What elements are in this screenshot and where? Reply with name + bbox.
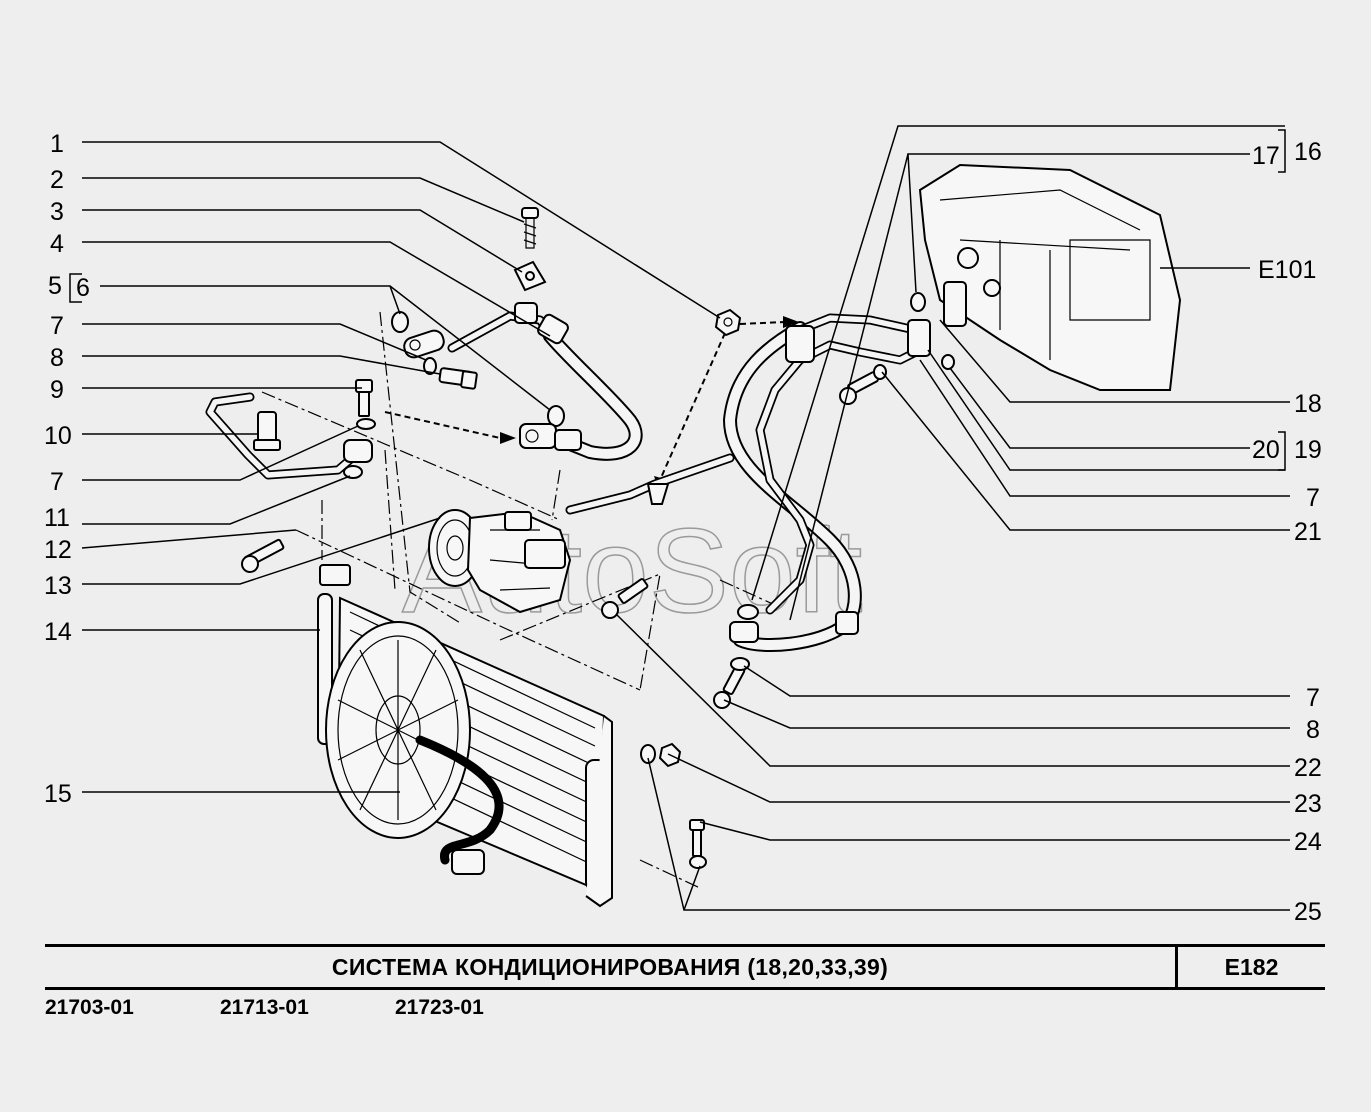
callout-3: 3 <box>50 198 64 226</box>
callout-17: 17 <box>1252 142 1280 170</box>
arrow-head-icon <box>500 432 516 444</box>
callout-19: 19 <box>1294 436 1322 464</box>
callout-11: 11 <box>44 504 70 532</box>
callout-25: 25 <box>1294 898 1322 926</box>
callout-labels-left: 1 2 3 4 5 6 7 8 9 10 7 11 12 13 14 15 <box>44 130 90 808</box>
callout-1: 1 <box>50 130 64 158</box>
callout-7b: 7 <box>50 468 64 496</box>
part-bolt-9 <box>355 379 376 430</box>
part-bolt-22 <box>601 578 649 619</box>
model-code-3: 21723-01 <box>395 996 484 1019</box>
callout-21: 21 <box>1294 518 1322 546</box>
title-block: СИСТЕМА КОНДИЦИОНИРОВАНИЯ (18,20,33,39) … <box>45 944 1325 990</box>
callout-4: 4 <box>50 230 64 258</box>
callout-2: 2 <box>50 166 64 194</box>
callout-8-right: 8 <box>1306 716 1320 744</box>
leader-lines-left <box>69 141 721 793</box>
part-nut-1 <box>714 308 742 337</box>
callout-15: 15 <box>44 780 72 808</box>
part-pipe-10-sensor <box>205 392 373 480</box>
callout-24: 24 <box>1294 828 1322 856</box>
leader-lines-right <box>615 125 1290 911</box>
part-bolt-21 <box>839 364 887 405</box>
callout-E101: E101 <box>1258 256 1316 284</box>
diagram-title: СИСТЕМА КОНДИЦИОНИРОВАНИЯ (18,20,33,39) <box>45 947 1178 987</box>
assembly-lines <box>261 311 776 889</box>
part-washer-7 <box>423 357 437 375</box>
callout-20: 20 <box>1252 436 1280 464</box>
callout-23: 23 <box>1294 790 1322 818</box>
callout-16: 16 <box>1294 138 1322 166</box>
callout-labels-right: 17 16 E101 18 20 19 7 21 7 8 22 23 24 25 <box>1252 138 1322 926</box>
callout-7: 7 <box>50 312 64 340</box>
callout-18: 18 <box>1294 390 1322 418</box>
part-bolt-12 <box>241 538 285 573</box>
part-fan-15 <box>325 621 504 875</box>
part-clip-3 <box>513 260 547 292</box>
part-pipe-16-17 <box>722 313 931 652</box>
part-bolt-8 <box>438 367 478 390</box>
callout-8: 8 <box>50 344 64 372</box>
part-oring-11 <box>343 465 363 479</box>
part-pipe-middle <box>565 453 735 515</box>
callout-7-right: 7 <box>1306 484 1320 512</box>
part-screw-2 <box>521 207 539 249</box>
callout-22: 22 <box>1294 754 1322 782</box>
model-code-2: 21713-01 <box>220 996 309 1019</box>
diagram-code: E182 <box>1224 953 1279 980</box>
callout-14: 14 <box>44 618 72 646</box>
callout-12: 12 <box>44 536 72 564</box>
part-hose-left <box>519 313 643 461</box>
callout-10: 10 <box>44 422 72 450</box>
part-oring-4 <box>391 311 565 427</box>
model-code-1: 21703-01 <box>45 996 134 1019</box>
callout-9: 9 <box>50 376 64 404</box>
part-washers-23-25 <box>640 742 707 869</box>
part-pipe-5-6 <box>403 302 560 359</box>
arrow-head-icon <box>783 316 799 328</box>
callout-7-right-b: 7 <box>1306 684 1320 712</box>
part-evaporator-E101 <box>918 163 1182 391</box>
callout-6: 6 <box>76 274 90 302</box>
part-oring-18 <box>737 292 955 620</box>
callout-5: 5 <box>48 272 62 300</box>
callout-13: 13 <box>44 572 72 600</box>
part-compressor-13 <box>428 509 572 614</box>
part-bolt-8-lower <box>713 657 750 709</box>
